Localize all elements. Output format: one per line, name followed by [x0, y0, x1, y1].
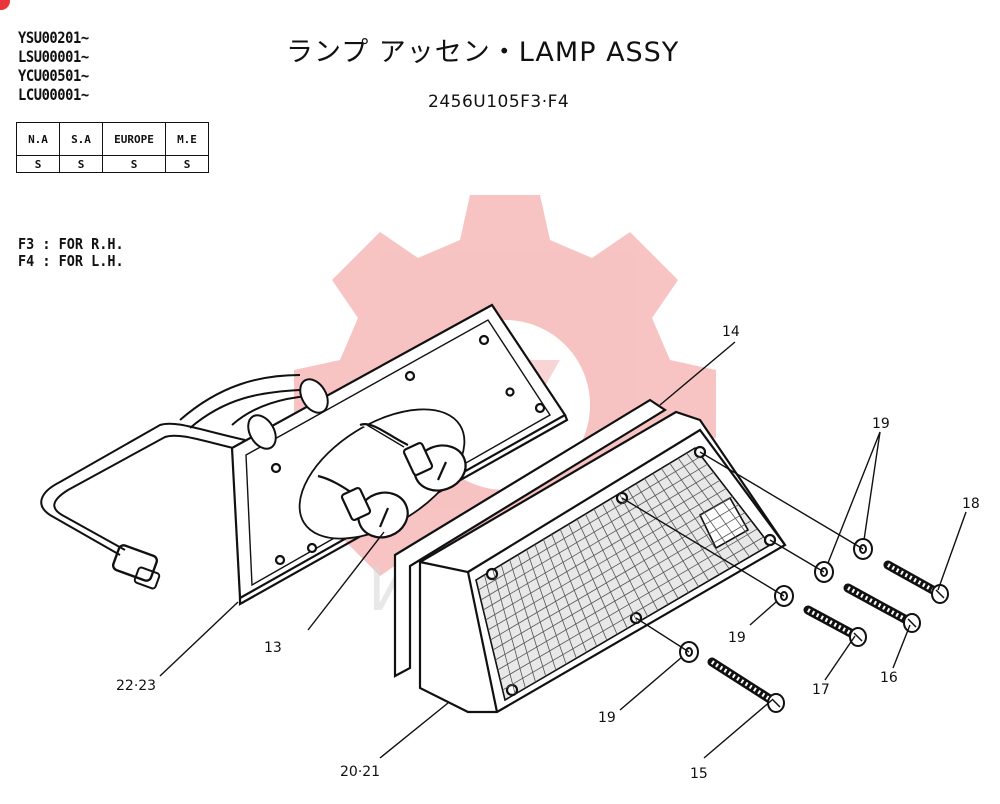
lens-grid-line	[480, 463, 708, 601]
market-table: N.A S.A EUROPE M.E S S S S	[16, 122, 209, 173]
lens-grid-line	[485, 479, 721, 621]
screw-icon	[883, 560, 949, 604]
callout-19: 19	[728, 630, 746, 646]
serial-range: LCU00001~	[18, 85, 89, 104]
callout-16: 16	[880, 670, 898, 686]
callout-19: 19	[598, 710, 616, 726]
lens-grid-line	[492, 504, 739, 651]
variant-notes: F3 : FOR R.H. F4 : FOR L.H.	[18, 236, 124, 270]
serial-range-list: YSU00201~ LSU00001~ YCU00501~ LCU00001~	[18, 28, 89, 104]
part-number: 2456U105F3·F4	[428, 92, 570, 112]
page-title: ランプ アッセン・LAMP ASSY	[286, 37, 680, 68]
callout-14: 14	[722, 324, 740, 340]
assembly-lines	[366, 424, 864, 653]
lens-grid-line	[487, 488, 727, 631]
lens-grid-line	[495, 512, 746, 661]
callout-20-21: 20·21	[340, 764, 380, 780]
serial-range: LSU00001~	[18, 47, 89, 66]
corner-badge	[0, 0, 10, 10]
lens-gasket	[393, 398, 668, 678]
callout-18: 18	[962, 496, 980, 512]
lamp-base-plate	[230, 303, 569, 606]
screw-icon	[843, 583, 921, 633]
leader-lines	[159, 341, 967, 759]
market-value: S	[16, 155, 60, 173]
lens-grid	[478, 452, 764, 695]
variant-note: F4 : FOR L.H.	[18, 252, 124, 270]
screws	[707, 560, 949, 713]
lens-grid-line	[490, 496, 733, 641]
callout-15: 15	[690, 766, 708, 782]
market-value: S	[165, 155, 209, 173]
screw-icon	[803, 605, 867, 647]
callout-17: 17	[812, 682, 830, 698]
callout-13: 13	[264, 640, 282, 656]
bulb-icon	[317, 423, 467, 539]
lens-grid-line	[478, 455, 702, 591]
callout-22-23: 22·23	[116, 678, 156, 694]
callout-19: 19	[872, 416, 890, 432]
serial-range: YCU00501~	[18, 66, 89, 85]
wire-harness	[40, 374, 331, 590]
serial-range: YSU00201~	[18, 28, 89, 47]
lens-grid-line	[483, 471, 714, 611]
screw-icon	[707, 657, 785, 713]
bulb-socket	[247, 378, 329, 450]
variant-note: F3 : FOR R.H.	[18, 235, 124, 253]
lens-grid-line	[502, 536, 764, 691]
lens-grid-line	[497, 520, 752, 671]
